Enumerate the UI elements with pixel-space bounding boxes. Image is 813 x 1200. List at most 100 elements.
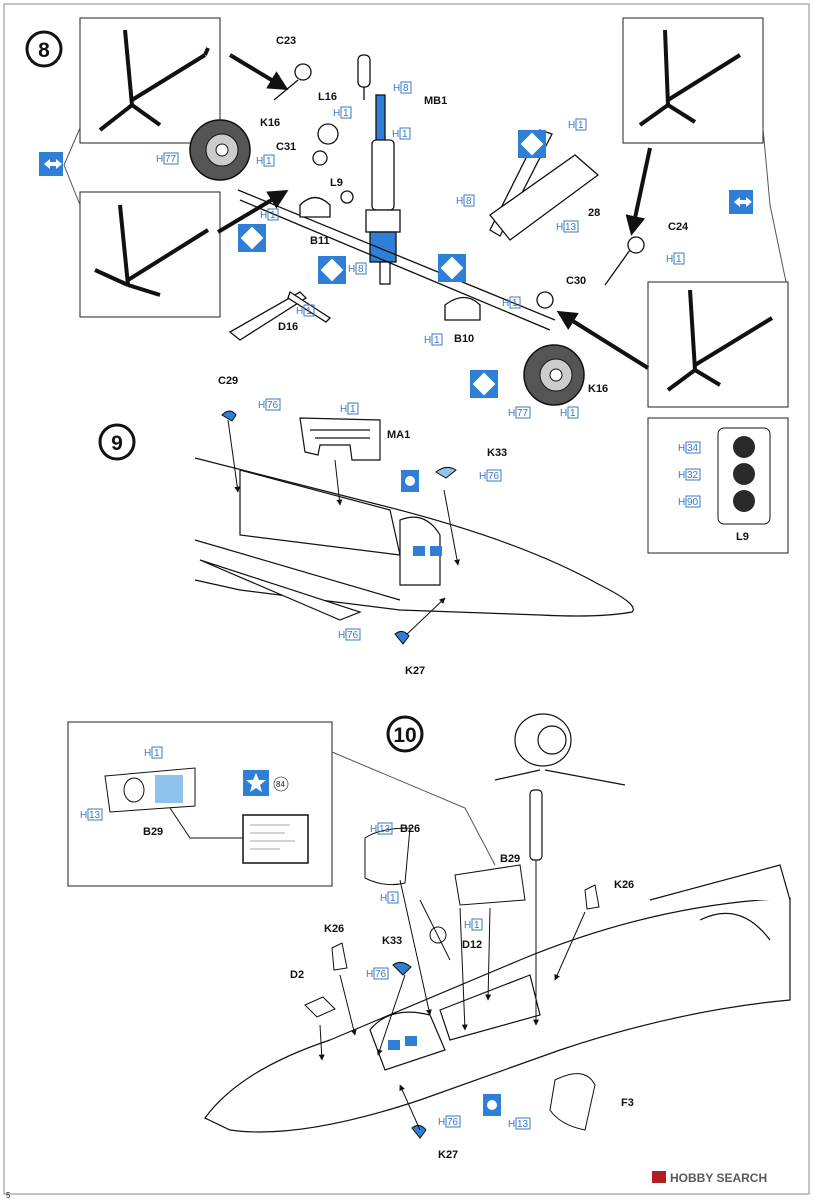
svg-text:1: 1	[434, 335, 440, 346]
svg-text:76: 76	[267, 400, 279, 411]
label-c24: C24	[668, 221, 689, 233]
svg-text:H: H	[678, 443, 685, 454]
paint-ref-h1-d16: H 1	[296, 304, 315, 317]
label-b26: B26	[400, 823, 420, 835]
strut-parts	[228, 63, 645, 341]
svg-text:H: H	[296, 306, 303, 317]
ma1-part-frame	[299, 417, 381, 461]
paint-ref-h32: H 32	[678, 468, 701, 481]
svg-text:H: H	[144, 748, 151, 759]
label-k26-right: K26	[614, 879, 634, 891]
diamond-symbol-4	[518, 130, 546, 158]
paint-ref-h8-low: H 8	[348, 262, 367, 275]
k27-part	[411, 1124, 427, 1139]
label-k16-bottom: K16	[588, 383, 608, 395]
decal-84-card	[242, 814, 309, 864]
d12-part	[419, 899, 451, 961]
l9-inset-title: L9	[736, 531, 749, 543]
paint-ref-h1-ma1: H 1	[340, 402, 359, 415]
mesh-panels	[413, 546, 442, 556]
gear-detail-inset-bottom-left	[79, 191, 221, 318]
svg-text:H: H	[678, 497, 685, 508]
fuselage-nose-left	[204, 864, 791, 1133]
inset-bracket-left	[63, 127, 81, 206]
page-border	[3, 3, 810, 1195]
step-9: 9 C29 MA1 K33 K27 H 76	[98, 375, 789, 677]
gear-detail-inset-top-left	[79, 17, 221, 144]
svg-text:1: 1	[676, 254, 682, 265]
label-c31: C31	[276, 141, 296, 153]
svg-text:H: H	[260, 210, 267, 221]
svg-text:1: 1	[154, 748, 160, 759]
nose-gear-side	[494, 713, 626, 861]
wheel-k16-right	[523, 344, 585, 406]
paint-ref-h76-k33: H 76	[479, 469, 502, 482]
svg-text:H: H	[424, 335, 431, 346]
paint-ref-h77-left: H 77	[156, 152, 179, 165]
svg-text:H: H	[560, 408, 567, 419]
label-b29-inset: B29	[143, 826, 163, 838]
l9-dot-3	[733, 490, 755, 512]
svg-text:H: H	[666, 254, 673, 265]
label-mb1: MB1	[424, 95, 447, 107]
svg-text:1: 1	[512, 298, 518, 309]
paint-ref-h76-k27: H 76	[338, 628, 361, 641]
paint-ref-h13-b26: H 13	[370, 822, 393, 835]
svg-text:H: H	[392, 129, 399, 140]
label-l16: L16	[318, 91, 337, 103]
label-k27: K27	[405, 665, 425, 677]
gear-drawing-inset-4	[666, 289, 774, 392]
fuselage-nose-right	[194, 457, 634, 621]
svg-text:13: 13	[565, 222, 577, 233]
svg-text:H: H	[678, 470, 685, 481]
svg-text:H: H	[258, 400, 265, 411]
mesh-panels-10	[388, 1036, 417, 1050]
gear-drawing-inset-3	[638, 29, 742, 127]
label-k27-10: K27	[438, 1149, 458, 1161]
paint-ref-h13-f3: H 13	[508, 1117, 531, 1130]
svg-text:H: H	[156, 154, 163, 165]
svg-text:1: 1	[570, 408, 576, 419]
paint-ref-h1-b10: H 1	[424, 333, 443, 346]
svg-text:H: H	[256, 156, 263, 167]
page-number: 5	[6, 1191, 11, 1200]
svg-text:1: 1	[474, 920, 480, 931]
b29-part	[454, 864, 526, 906]
svg-text:H: H	[479, 471, 486, 482]
paint-ref-h13-b29: H 13	[80, 808, 103, 821]
k26-part-right	[584, 884, 600, 910]
label-c30: C30	[566, 275, 586, 287]
d2-part	[304, 996, 336, 1018]
paint-ref-h1-c30: H 1	[502, 296, 521, 309]
svg-text:H: H	[393, 83, 400, 94]
step-10-badge	[386, 715, 424, 753]
svg-text:8: 8	[358, 264, 364, 275]
wheel-k16-left	[189, 119, 251, 181]
svg-text:H: H	[456, 196, 463, 207]
svg-text:1: 1	[306, 306, 312, 317]
svg-text:1: 1	[578, 120, 584, 131]
svg-text:77: 77	[165, 154, 177, 165]
label-c29: C29	[218, 375, 238, 387]
paint-ref-h77-right: H 77	[508, 406, 531, 419]
b29-decal-area	[155, 775, 183, 803]
svg-text:76: 76	[447, 1117, 459, 1128]
paint-ref-h90: H 90	[678, 495, 701, 508]
svg-text:76: 76	[347, 630, 359, 641]
paint-ref-h1-d12: H 1	[464, 918, 483, 931]
paint-ref-h76-k33-10: H 76	[366, 967, 389, 980]
label-k26-left: K26	[324, 923, 344, 935]
step-10-number: 10	[393, 724, 416, 747]
k26-part-left	[331, 942, 348, 971]
label-d12: D12	[462, 939, 482, 951]
diamond-symbol-2	[318, 256, 346, 284]
svg-text:1: 1	[390, 893, 396, 904]
svg-text:76: 76	[375, 969, 387, 980]
label-k33-10: K33	[382, 935, 402, 947]
svg-text:H: H	[508, 1119, 515, 1130]
label-ma1: MA1	[387, 429, 410, 441]
svg-text:H: H	[338, 630, 345, 641]
svg-text:1: 1	[343, 108, 349, 119]
svg-text:1: 1	[266, 156, 272, 167]
svg-text:32: 32	[687, 470, 699, 481]
